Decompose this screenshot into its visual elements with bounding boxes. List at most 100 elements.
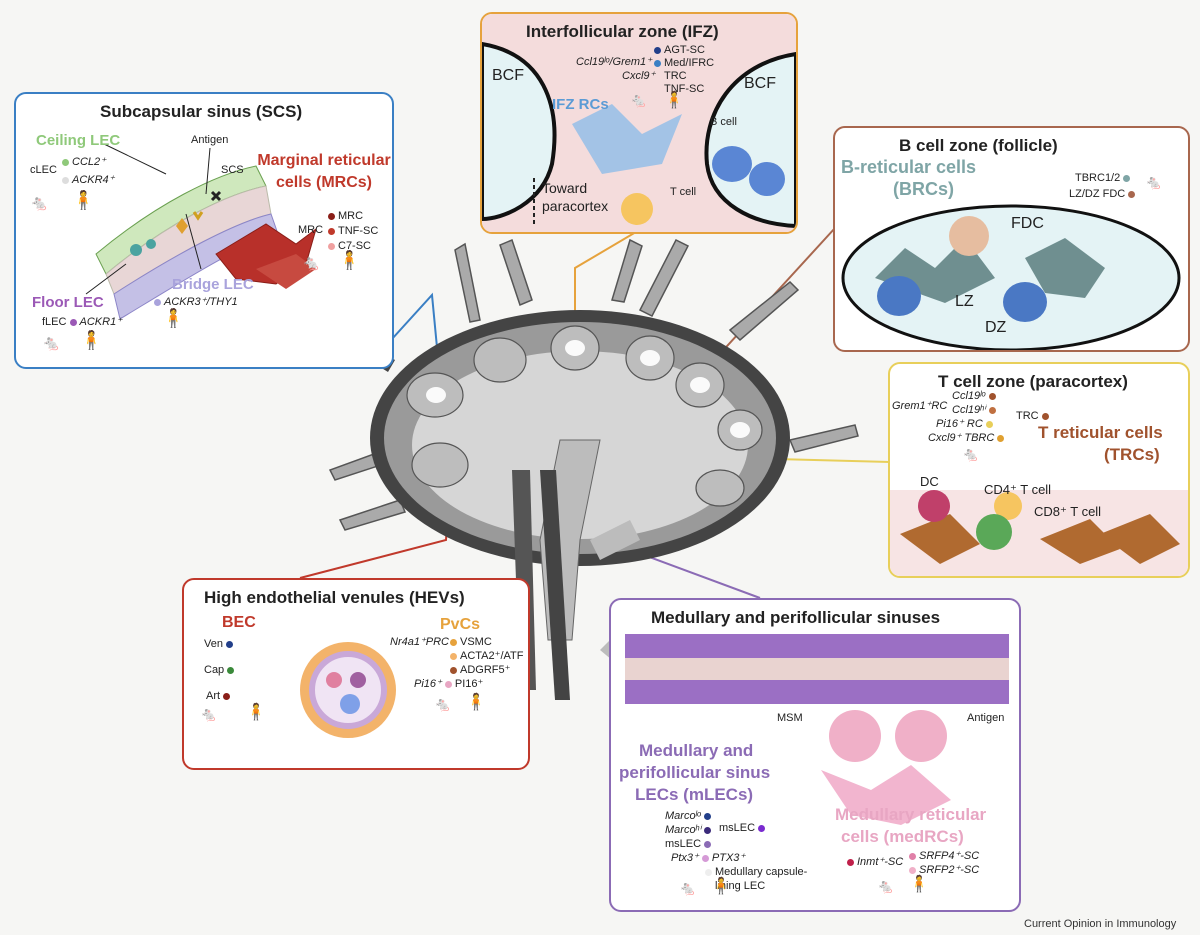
toward-label: Toward: [542, 180, 588, 196]
bzone-illustration: [841, 204, 1181, 350]
mouse-icon-4: 🐁: [630, 92, 648, 108]
paracortex-label: paracortex: [542, 198, 609, 214]
marco-lo-label: Marcoˡᵒ: [665, 810, 714, 822]
hev-panel: High endothelial venules (HEVs) BEC PvCs…: [182, 578, 530, 770]
mlec-title-3: LECs (mLECs): [635, 785, 754, 804]
mrc-list-3: C7-SC: [328, 240, 371, 252]
ifz-list-1: AGT-SC: [654, 44, 705, 56]
antigen-label: Antigen: [191, 134, 229, 146]
brc-title: B-reticular cells: [841, 157, 977, 177]
ccl19lo-label: Ccl19ˡᵒ: [952, 390, 999, 402]
mrc-title: Marginal reticular cells (MRCs): [257, 152, 391, 191]
trc-title: T reticular cells: [1038, 423, 1163, 442]
capsule-label-2: lining LEC: [715, 880, 766, 892]
hev-row-cap: Cap: [204, 664, 237, 676]
med-title: Medullary and perifollicular sinuses: [651, 608, 941, 627]
human-icon-2: 🧍: [338, 250, 361, 270]
capsule-label-1: Medullary capsule-: [705, 866, 807, 878]
mrc-list-1: MRC: [328, 210, 363, 222]
srfp4-label: SRFP4⁺-SC: [909, 850, 979, 862]
human-icon-6: 🧍: [246, 704, 266, 721]
marco-hi-label: Marcoʰⁱ: [665, 824, 714, 836]
bcf-left-label: BCF: [492, 67, 524, 84]
ccl19hi-label: Ccl19ʰⁱ: [952, 404, 999, 416]
scs-title: Subcapsular sinus (SCS): [100, 102, 303, 121]
pvcs-label: PvCs: [440, 616, 481, 633]
flec-label: fLEC ACKR1⁺: [42, 316, 123, 328]
mouse-icon-3: 🐁: [42, 335, 61, 352]
scs-label: SCS: [221, 164, 244, 176]
mlec-title-1: Medullary and: [639, 741, 754, 760]
tzone-panel: T cell zone (paracortex) Grem1⁺RC Ccl19ˡ…: [888, 362, 1190, 578]
ccl2-label: CCL2⁺: [62, 156, 106, 168]
dz-label: DZ: [985, 319, 1007, 336]
bzone-list-2: LZ/DZ FDC: [1069, 188, 1138, 200]
human-icon-7: 🧍: [466, 694, 486, 711]
bcf-right-label: BCF: [744, 75, 776, 92]
ifz-title: Interfollicular zone (IFZ): [526, 22, 719, 41]
pvc-list-2: ACTA2⁺/ATF: [450, 650, 523, 662]
med-illustration: [625, 634, 1009, 825]
mouse-icon-8: 🐁: [434, 696, 452, 712]
ifz-panel: Interfollicular zone (IFZ) BCF BCF Ccl19…: [480, 12, 798, 234]
medrc-title-2: cells (medRCs): [841, 827, 964, 846]
human-icon-4: 🧍: [80, 330, 103, 350]
ifz-markers-2: Cxcl9⁺: [622, 70, 656, 82]
human-icon-9: 🧍: [909, 876, 929, 893]
hev-title: High endothelial venules (HEVs): [204, 588, 465, 607]
hev-illustration: [300, 642, 396, 738]
mrc-label: MRC: [298, 224, 324, 236]
ackr4-label: ACKR4⁺: [62, 174, 115, 186]
tzone-title: T cell zone (paracortex): [938, 372, 1128, 391]
fdc-label: FDC: [1011, 215, 1044, 232]
scs-illustration: [85, 143, 317, 320]
lz-label: LZ: [955, 293, 974, 310]
msm-label: MSM: [777, 712, 803, 724]
mouse-icon-2: 🐁: [302, 255, 321, 272]
ifz-illustration: [482, 14, 796, 232]
mlec-title-2: perifollicular sinus: [619, 763, 771, 782]
bridge-lec-label: Bridge LEC: [172, 276, 254, 293]
scs-panel: Subcapsular sinus (SCS) Ceiling LEC Anti…: [14, 92, 394, 369]
bzone-panel: B cell zone (follicle) B-reticular cells…: [833, 126, 1190, 352]
ifz-list-3: TRC: [664, 70, 687, 82]
grem1-label: Grem1⁺RC: [892, 400, 948, 412]
med-antigen-label: Antigen: [967, 712, 1005, 724]
trc-label: TRC: [1016, 410, 1052, 422]
ptx3-row: Ptx3⁺ PTX3⁺: [671, 852, 746, 864]
ifz-markers-1: Ccl19ˡᵒ/Grem1⁺: [576, 56, 652, 68]
bec-label: BEC: [222, 614, 256, 631]
bzone-title: B cell zone (follicle): [899, 136, 1058, 155]
srfp2-label: SRFP2⁺-SC: [909, 864, 979, 876]
footer-source: Current Opinion in Immunology: [1024, 918, 1177, 930]
human-icon-8: 🧍: [711, 878, 731, 895]
tzone-illustration: [890, 490, 1188, 576]
hev-row-ven: Ven: [204, 638, 236, 650]
ifz-list-2: Med/IFRC: [654, 57, 714, 69]
cd8-label: CD8⁺ T cell: [1034, 504, 1102, 519]
mouse-icon-6: 🐁: [962, 446, 980, 462]
nr4a1-label: Nr4a1⁺PRC: [390, 636, 449, 648]
ifz-list-4: TNF-SC: [664, 83, 705, 95]
human-icon-5: 🧍: [664, 92, 684, 109]
clec-label: cLEC: [30, 164, 57, 176]
pvc-list-3: ADGRF5⁺: [450, 664, 510, 676]
inmt-label: Inmt⁺-SC: [847, 856, 903, 868]
mrc-list-2: TNF-SC: [328, 225, 378, 237]
pvc-list-1: VSMC: [450, 636, 492, 648]
brc-abbr: (BRCs): [893, 179, 954, 199]
bzone-list-1: TBRC1/2: [1075, 172, 1133, 184]
pi16-row: Pi16⁺ PI16⁺: [414, 678, 484, 690]
dc-label: DC: [920, 474, 939, 489]
ifz-rcs-label: IFZ RCs: [552, 96, 609, 113]
mouse-icon-7: 🐁: [200, 706, 218, 722]
mouse-icon-9: 🐁: [679, 880, 697, 896]
mouse-icon-10: 🐁: [877, 878, 895, 894]
human-icon-3: 🧍: [162, 308, 185, 328]
cxcl9-label: Cxcl9⁺ TBRC: [928, 432, 1007, 444]
mouse-icon-5: 🐁: [1145, 174, 1163, 190]
human-icon: 🧍: [72, 190, 95, 210]
cd4-label: CD4⁺ T cell: [984, 482, 1052, 497]
mslec-label: msLEC: [665, 838, 714, 850]
floor-lec-label: Floor LEC: [32, 294, 104, 311]
